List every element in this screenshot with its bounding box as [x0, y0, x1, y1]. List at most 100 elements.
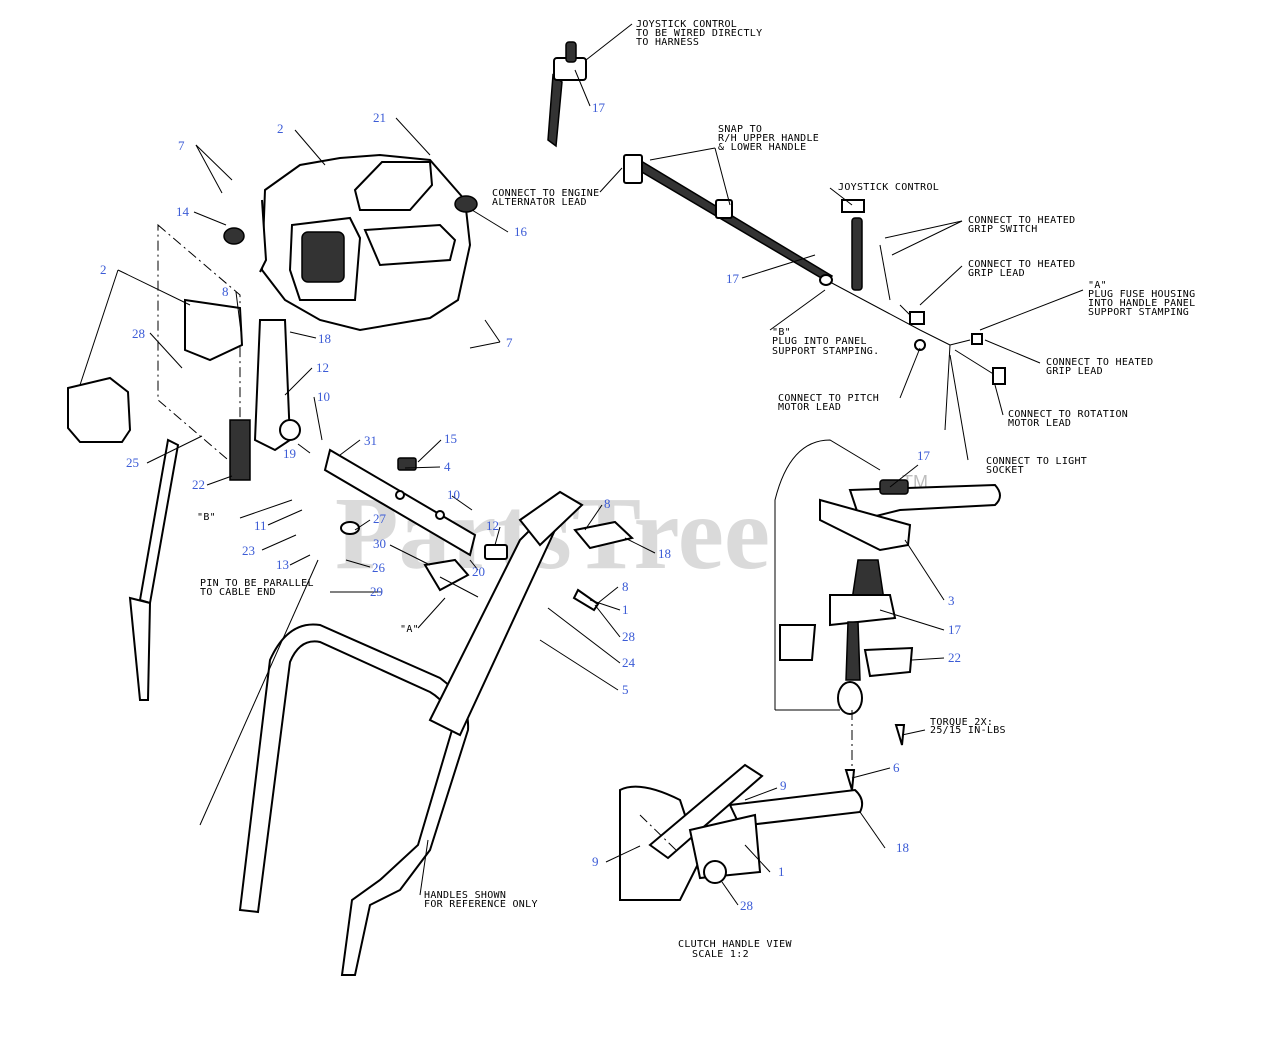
- svg-text:26: 26: [372, 560, 386, 575]
- svg-text:13: 13: [276, 557, 289, 572]
- svg-text:GRIP LEAD: GRIP LEAD: [1046, 366, 1103, 377]
- svg-text:TO CABLE END: TO CABLE END: [200, 587, 276, 598]
- light-assembly: [67, 298, 244, 443]
- svg-text:CONNECT TO HEATED: CONNECT TO HEATED: [1046, 357, 1153, 368]
- callout-handles-shown: HANDLES SHOWN FOR REFERENCE ONLY: [424, 890, 538, 910]
- handle-panel-console: [223, 153, 478, 332]
- svg-text:22: 22: [192, 477, 205, 492]
- cable-29: [199, 559, 319, 826]
- svg-text:17: 17: [592, 100, 606, 115]
- svg-text:"B": "B": [772, 327, 791, 338]
- svg-text:3: 3: [948, 593, 955, 608]
- svg-text:TORQUE 2X:: TORQUE 2X:: [930, 717, 993, 728]
- svg-text:20: 20: [472, 564, 485, 579]
- svg-text:PLUG FUSE HOUSING: PLUG FUSE HOUSING: [1088, 289, 1195, 300]
- svg-text:JOYSTICK CONTROL: JOYSTICK CONTROL: [636, 19, 737, 30]
- svg-text:4: 4: [444, 459, 451, 474]
- svg-text:1: 1: [622, 602, 629, 617]
- callout-torque: TORQUE 2X: 25/15 IN-LBS: [930, 717, 1006, 736]
- callout-rotation-motor: CONNECT TO ROTATION MOTOR LEAD: [1008, 409, 1128, 429]
- joystick-top-assembly: [547, 23, 633, 148]
- callout-pitch-motor: CONNECT TO PITCH MOTOR LEAD: [778, 393, 879, 413]
- lower-handle-left: [128, 438, 180, 701]
- svg-text:8: 8: [622, 579, 629, 594]
- part-number-labels: 17 2 21 7 14 16 2 8 28 18 7 12 10 25 19 …: [100, 100, 962, 913]
- svg-text:GRIP LEAD: GRIP LEAD: [968, 268, 1025, 279]
- svg-text:"A": "A": [1088, 280, 1107, 291]
- svg-text:12: 12: [316, 360, 329, 375]
- svg-text:TO BE WIRED DIRECTLY: TO BE WIRED DIRECTLY: [636, 28, 762, 39]
- svg-text:17: 17: [726, 271, 740, 286]
- svg-text:HANDLES SHOWN: HANDLES SHOWN: [424, 890, 506, 901]
- svg-text:18: 18: [318, 331, 331, 346]
- callout-joystick-wired: JOYSTICK CONTROL TO BE WIRED DIRECTLY TO…: [636, 19, 762, 48]
- callout-snap-to: SNAP TO R/H UPPER HANDLE & LOWER HANDLE: [718, 124, 819, 153]
- svg-text:24: 24: [622, 655, 636, 670]
- svg-text:1: 1: [778, 864, 785, 879]
- clutch-handle-view: [619, 763, 864, 901]
- svg-text:8: 8: [222, 284, 229, 299]
- svg-text:17: 17: [917, 448, 931, 463]
- leader-lines: [79, 117, 1084, 906]
- svg-text:7: 7: [178, 138, 185, 153]
- svg-text:18: 18: [658, 546, 671, 561]
- svg-text:31: 31: [364, 433, 377, 448]
- callout-heated-grip-switch: CONNECT TO HEATED GRIP SWITCH: [968, 215, 1075, 235]
- svg-text:2: 2: [277, 121, 284, 136]
- svg-text:CONNECT TO HEATED: CONNECT TO HEATED: [968, 259, 1075, 270]
- svg-text:PIN TO BE PARALLEL: PIN TO BE PARALLEL: [200, 578, 314, 589]
- callout-plug-a: "A" PLUG FUSE HOUSING INTO HANDLE PANEL …: [1088, 280, 1195, 318]
- svg-text:30: 30: [373, 536, 386, 551]
- svg-text:27: 27: [373, 511, 387, 526]
- svg-text:CONNECT TO PITCH: CONNECT TO PITCH: [778, 393, 879, 404]
- callout-heated-grip-lead-1: CONNECT TO HEATED GRIP LEAD: [968, 259, 1075, 279]
- svg-text:PLUG INTO PANEL: PLUG INTO PANEL: [772, 336, 867, 347]
- svg-text:CONNECT TO ROTATION: CONNECT TO ROTATION: [1008, 409, 1128, 420]
- svg-text:17: 17: [948, 622, 962, 637]
- svg-text:25/15 IN-LBS: 25/15 IN-LBS: [930, 725, 1006, 736]
- svg-text:ALTERNATOR LEAD: ALTERNATOR LEAD: [492, 197, 587, 208]
- callout-plug-b: "B" PLUG INTO PANEL SUPPORT STAMPING.: [772, 327, 879, 357]
- callout-heated-grip-lead-2: CONNECT TO HEATED GRIP LEAD: [1046, 357, 1153, 377]
- svg-text:18: 18: [896, 840, 909, 855]
- svg-text:28: 28: [132, 326, 145, 341]
- svg-text:8: 8: [604, 496, 611, 511]
- svg-text:SOCKET: SOCKET: [986, 465, 1024, 476]
- svg-text:5: 5: [622, 682, 629, 697]
- svg-text:28: 28: [622, 629, 635, 644]
- svg-text:9: 9: [592, 854, 599, 869]
- svg-text:FOR REFERENCE ONLY: FOR REFERENCE ONLY: [424, 899, 538, 910]
- svg-text:23: 23: [242, 543, 255, 558]
- svg-text:21: 21: [373, 110, 386, 125]
- svg-text:INTO HANDLE PANEL: INTO HANDLE PANEL: [1088, 298, 1195, 309]
- svg-text:JOYSTICK CONTROL: JOYSTICK CONTROL: [838, 182, 939, 193]
- svg-text:16: 16: [514, 224, 528, 239]
- svg-text:11: 11: [254, 518, 267, 533]
- svg-text:SNAP TO: SNAP TO: [718, 124, 762, 135]
- svg-text:CONNECT TO HEATED: CONNECT TO HEATED: [968, 215, 1075, 226]
- svg-text:GRIP SWITCH: GRIP SWITCH: [968, 224, 1038, 235]
- label-b: "B": [197, 512, 216, 523]
- svg-text:MOTOR LEAD: MOTOR LEAD: [778, 402, 841, 413]
- svg-text:9: 9: [780, 778, 787, 793]
- svg-text:25: 25: [126, 455, 139, 470]
- svg-text:29: 29: [370, 584, 383, 599]
- svg-text:MOTOR LEAD: MOTOR LEAD: [1008, 418, 1071, 429]
- callout-engine-alternator: CONNECT TO ENGINE ALTERNATOR LEAD: [492, 188, 599, 208]
- label-a: "A": [400, 624, 419, 635]
- svg-text:14: 14: [176, 204, 190, 219]
- svg-text:R/H UPPER HANDLE: R/H UPPER HANDLE: [718, 133, 819, 144]
- svg-text:28: 28: [740, 898, 753, 913]
- svg-text:SUPPORT STAMPING: SUPPORT STAMPING: [1088, 307, 1189, 318]
- svg-text:SUPPORT STAMPING.: SUPPORT STAMPING.: [772, 346, 879, 357]
- svg-text:12: 12: [486, 518, 499, 533]
- callout-light-socket: CONNECT TO LIGHT SOCKET: [986, 456, 1087, 476]
- svg-text:& LOWER HANDLE: & LOWER HANDLE: [718, 142, 807, 153]
- svg-text:CLUTCH HANDLE VIEW: CLUTCH HANDLE VIEW: [678, 939, 792, 950]
- svg-text:6: 6: [893, 760, 900, 775]
- svg-text:15: 15: [444, 431, 457, 446]
- wiring-harness: [623, 154, 1006, 431]
- joystick-closeup-view: [774, 439, 1001, 791]
- svg-text:SCALE 1:2: SCALE 1:2: [692, 949, 749, 960]
